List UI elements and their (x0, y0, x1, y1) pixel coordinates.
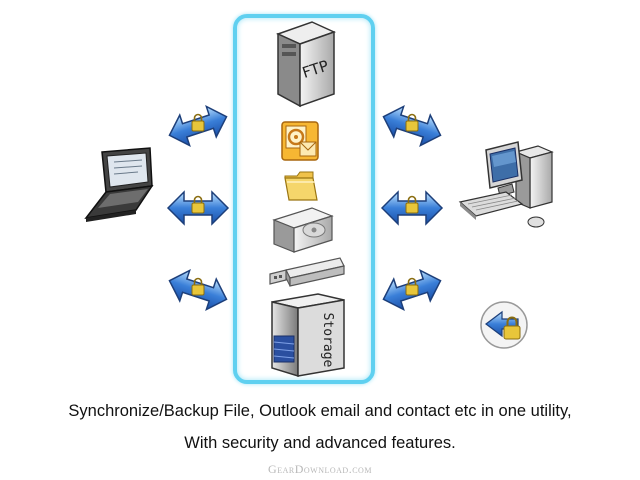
sync-arrow-icon (382, 104, 442, 148)
laptop-icon (84, 147, 154, 222)
sync-arrow-icon (163, 100, 233, 152)
ftp-server-icon: FTP (275, 21, 337, 108)
sync-arrow-icon (380, 190, 444, 226)
hard-drive-icon (272, 207, 334, 253)
desktop-computer-icon (458, 141, 554, 228)
central-storage-panel (233, 14, 375, 384)
folder-icon (284, 171, 318, 201)
secure-lock-badge-icon (480, 301, 528, 349)
storage-label: Storage (320, 313, 335, 368)
sync-arrow-icon (168, 268, 228, 312)
storage-server-icon: Storage (271, 293, 345, 378)
caption-line-1: Synchronize/Backup File, Outlook email a… (68, 402, 572, 420)
caption-line-2: With security and advanced features. (184, 434, 456, 452)
sync-arrow-icon (377, 264, 447, 316)
watermark: GearDownload.com (268, 462, 372, 476)
outlook-icon (281, 121, 319, 161)
usb-drive-icon (269, 257, 345, 287)
sync-arrow-icon (166, 190, 230, 226)
